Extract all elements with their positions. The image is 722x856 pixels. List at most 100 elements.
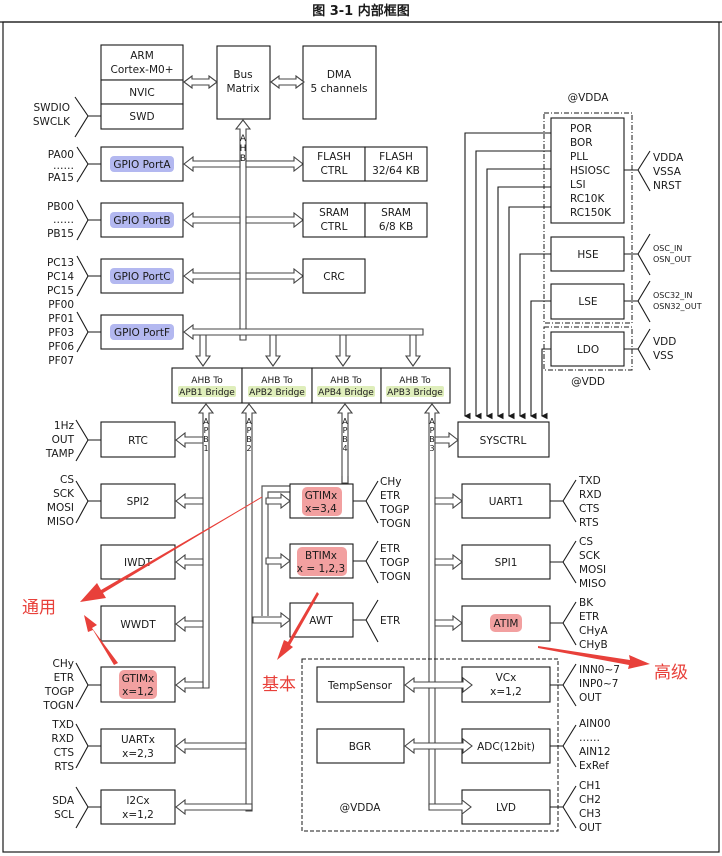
svg-text:高级: 高级 (654, 663, 688, 683)
svg-text:TXD: TXD (578, 475, 601, 487)
svg-text:MISO: MISO (579, 578, 606, 590)
svg-text:LDO: LDO (577, 344, 599, 356)
svg-text:DMA: DMA (327, 69, 352, 81)
svg-text:ETR: ETR (380, 615, 400, 627)
svg-text:6/8 KB: 6/8 KB (379, 221, 413, 233)
svg-text:B: B (203, 435, 209, 444)
cpu-label-2: Cortex-M0+ (110, 64, 173, 76)
svg-text:APB3 Bridge: APB3 Bridge (387, 388, 443, 398)
svg-text:APB4 Bridge: APB4 Bridge (318, 388, 374, 398)
svg-text:CTS: CTS (579, 503, 600, 515)
outer-frame (2, 21, 720, 853)
svg-text:AHB To: AHB To (330, 376, 362, 386)
svg-text:BGR: BGR (349, 741, 371, 753)
sram-block: SRAM CTRL SRAM 6/8 KB (302, 202, 428, 238)
svg-text:GTIMx: GTIMx (305, 490, 338, 502)
analog-domain: @VDDA TempSensor BGR VCx x=1,2 ADC(12bit… (301, 658, 620, 834)
svg-text:x=1,2: x=1,2 (122, 809, 154, 821)
spi1-block: SPI1 CS SCK MOSI MISO (434, 536, 606, 590)
i2cx-block: I2Cx x=1,2 SDA SCL (52, 786, 253, 829)
svg-text:VDD: VDD (653, 336, 676, 348)
svg-text:LSI: LSI (570, 179, 586, 191)
svg-text:@VDDA: @VDDA (340, 802, 382, 814)
svg-text:OSC32_IN: OSC32_IN (653, 291, 693, 300)
svg-text:PF03: PF03 (48, 327, 74, 339)
svg-text:UARTx: UARTx (121, 734, 155, 746)
gtim34-block: GTIMx x=3,4 CHy ETR TOGP TOGN (265, 476, 411, 530)
svg-text:OSN_OUT: OSN_OUT (653, 255, 692, 264)
svg-text:OUT: OUT (579, 692, 602, 704)
svg-text:4: 4 (342, 444, 347, 453)
ahb-bus: A H B (234, 119, 252, 341)
svg-text:TOGN: TOGN (379, 518, 411, 530)
svg-text:PF07: PF07 (48, 355, 74, 367)
svg-text:CS: CS (60, 474, 74, 486)
svg-text:Bus: Bus (233, 69, 252, 81)
svg-text:A: A (240, 134, 247, 144)
svg-text:ETR: ETR (380, 490, 400, 502)
svg-text:VSS: VSS (653, 350, 674, 362)
svg-text:A: A (203, 417, 209, 426)
swd-label: SWD (129, 111, 154, 123)
svg-text:TOGN: TOGN (379, 571, 411, 583)
svg-text:PLL: PLL (570, 151, 588, 163)
gpio-portc: GPIO PortC PC13 PC14 PC15 (47, 255, 241, 297)
svg-text:APB2 Bridge: APB2 Bridge (249, 388, 305, 398)
svg-text:OUT: OUT (579, 822, 602, 834)
lvd-arrow (428, 798, 472, 816)
svg-text:GPIO PortA: GPIO PortA (113, 159, 171, 171)
svg-text:CHy: CHy (380, 476, 401, 488)
svg-text:AIN12: AIN12 (579, 746, 611, 758)
svg-text:……: …… (53, 214, 74, 226)
svg-text:AWT: AWT (309, 615, 333, 627)
svg-text:@VDDA: @VDDA (568, 92, 610, 104)
svg-text:LSE: LSE (578, 296, 597, 308)
svg-text:PC13: PC13 (47, 257, 74, 269)
svg-text:PA00: PA00 (48, 149, 74, 161)
svg-text:x = 1,2,3: x = 1,2,3 (297, 563, 345, 575)
svg-text:SCL: SCL (54, 809, 74, 821)
svg-text:B: B (240, 154, 246, 164)
clock-domain: @VDDA @VDD POR BOR PLL HSIOSC LSI RC10K … (543, 92, 702, 388)
dma-block: DMA 5 channels (302, 45, 377, 120)
svg-text:BOR: BOR (570, 137, 593, 149)
svg-text:RTS: RTS (579, 517, 599, 529)
svg-text:FLASH: FLASH (379, 151, 413, 163)
svg-text:x=3,4: x=3,4 (305, 503, 337, 515)
svg-text:VCx: VCx (496, 672, 517, 684)
svg-text:PF00: PF00 (48, 299, 74, 311)
svg-text:SWDIO: SWDIO (34, 102, 71, 114)
svg-text:……: …… (579, 732, 600, 744)
svg-text:5 channels: 5 channels (310, 83, 367, 95)
rtc-block: RTC 1Hz OUT TAMP (45, 419, 204, 462)
spi2-block: SPI2 CS SCK MOSI MISO (47, 474, 204, 528)
bus-matrix-block: Bus Matrix (216, 45, 271, 120)
svg-text:HSIOSC: HSIOSC (570, 165, 610, 177)
svg-text:GPIO PortF: GPIO PortF (114, 327, 170, 339)
svg-text:INP0~7: INP0~7 (579, 678, 618, 690)
svg-text:P: P (430, 426, 435, 435)
svg-text:B: B (342, 435, 348, 444)
svg-text:@VDD: @VDD (571, 376, 605, 388)
svg-text:BTIMx: BTIMx (305, 550, 337, 562)
svg-text:OUT: OUT (52, 434, 75, 446)
gpio-portf: GPIO PortF PF00 PF01 PF03 PF06 PF07 (48, 299, 424, 367)
gpio-porta: GPIO PortA PA00 …… PA15 (48, 146, 241, 184)
svg-text:TXD: TXD (51, 719, 74, 731)
svg-text:RTC: RTC (128, 435, 148, 447)
dma-bus-arrow (270, 74, 305, 90)
svg-text:CS: CS (579, 536, 593, 548)
svg-text:x=1,2: x=1,2 (122, 686, 154, 698)
cpu-block: ARM Cortex-M0+ NVIC SWD (100, 44, 184, 130)
svg-text:CRC: CRC (323, 271, 344, 283)
svg-text:PA15: PA15 (48, 172, 74, 184)
svg-text:HSE: HSE (577, 249, 598, 261)
svg-text:SDA: SDA (52, 795, 75, 807)
svg-text:CTRL: CTRL (321, 165, 348, 177)
svg-text:1: 1 (203, 444, 208, 453)
svg-text:x=2,3: x=2,3 (122, 748, 154, 760)
svg-text:I2Cx: I2Cx (126, 795, 149, 807)
svg-text:OSC_IN: OSC_IN (653, 244, 682, 253)
svg-text:PF01: PF01 (48, 313, 74, 325)
svg-text:CH1: CH1 (579, 780, 601, 792)
